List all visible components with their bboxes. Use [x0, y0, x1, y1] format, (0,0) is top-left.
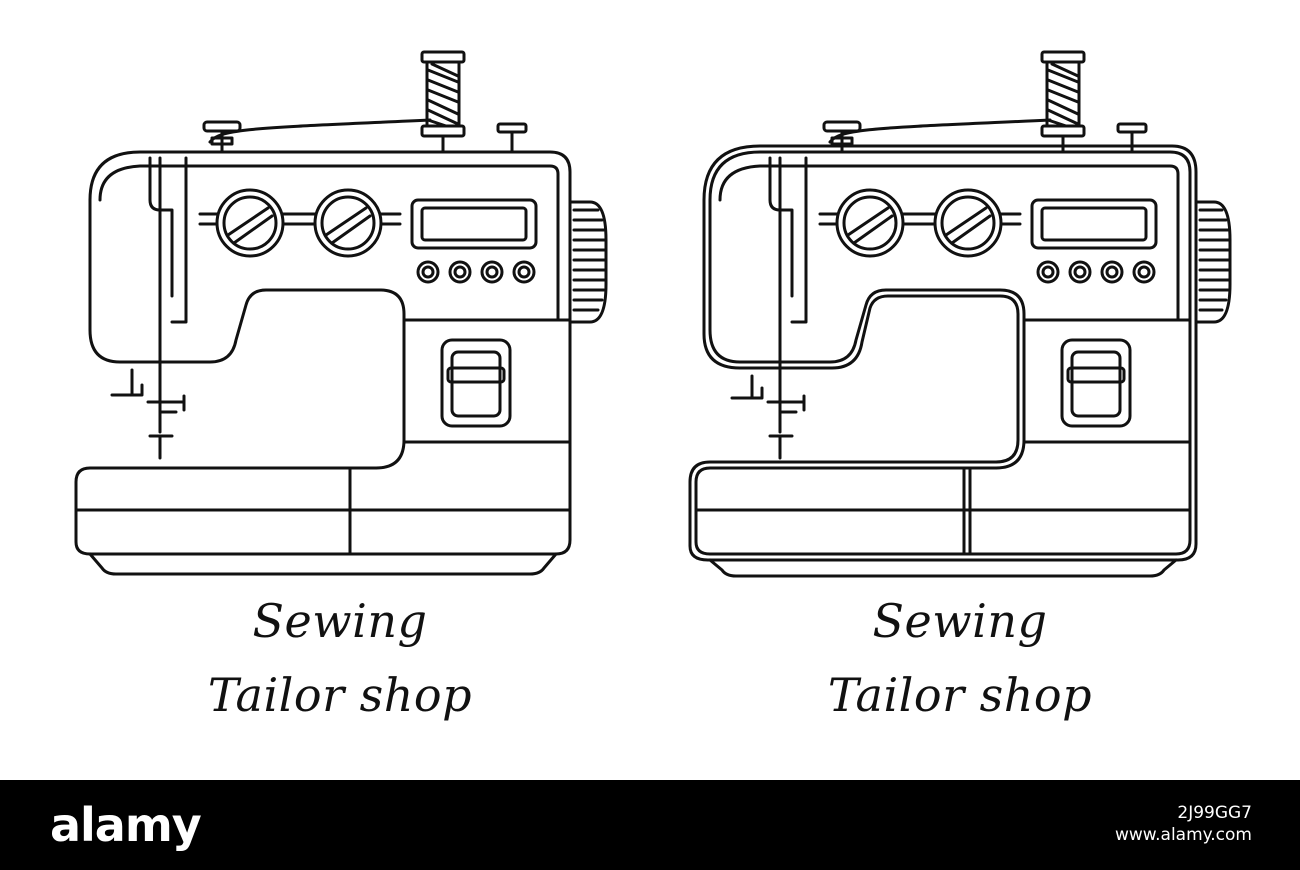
site-url: www.alamy.com: [1114, 825, 1252, 845]
caption-sewing-left: Sewing: [252, 594, 428, 648]
sewing-machine-illustration-right: [680, 40, 1240, 585]
image-id: 2J99GG7: [1177, 803, 1252, 823]
sewing-machine-double-line-icon: [688, 50, 1232, 578]
sewing-machine-icon: [74, 50, 608, 576]
caption-sewing-right: Sewing: [872, 594, 1048, 648]
sewing-machine-illustration-left: [60, 40, 620, 585]
artboard: Sewing Tailor shop: [60, 40, 1240, 722]
watermark-footer-bar: alamy 2J99GG7 www.alamy.com: [0, 780, 1300, 870]
caption-tailor-shop-left: Tailor shop: [207, 668, 473, 722]
caption-tailor-shop-right: Tailor shop: [827, 668, 1093, 722]
alamy-logo: alamy: [50, 798, 202, 852]
footer-meta: 2J99GG7 www.alamy.com: [1115, 802, 1252, 846]
